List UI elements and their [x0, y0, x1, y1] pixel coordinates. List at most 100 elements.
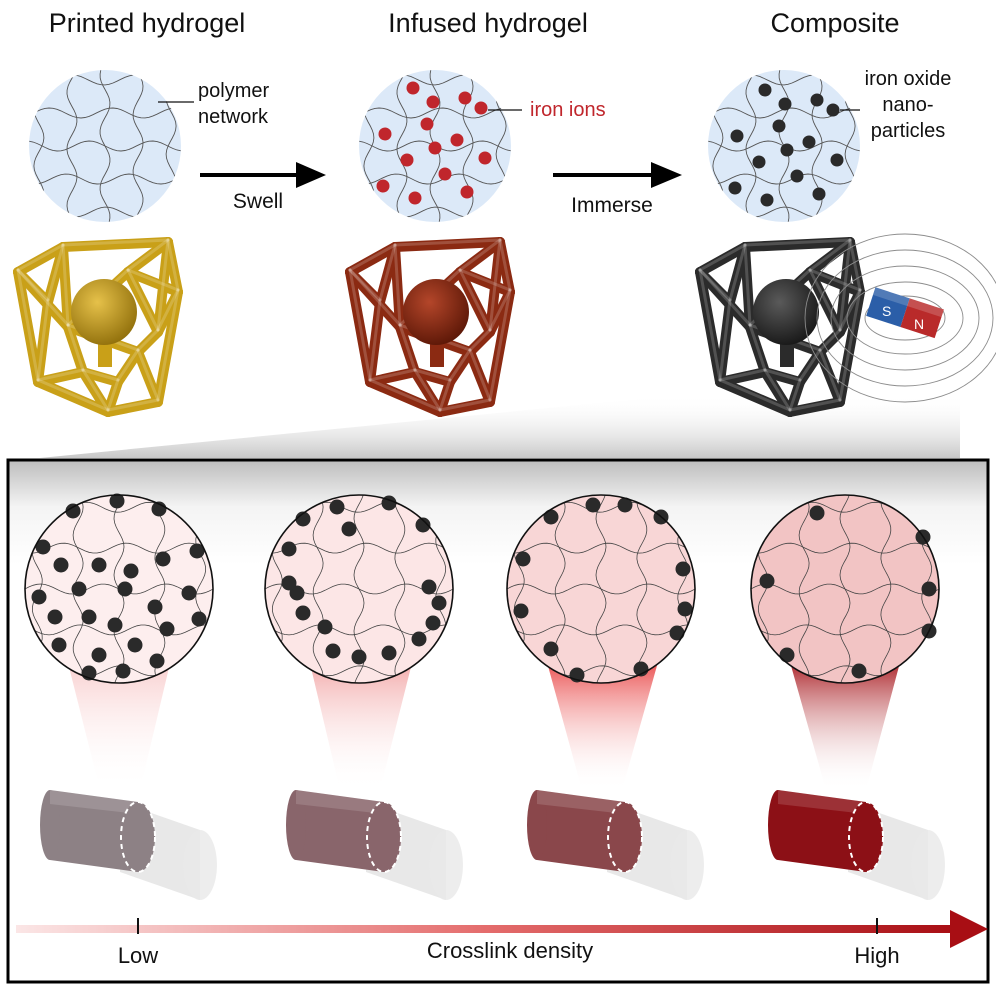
label-polymer-network: polymer network	[198, 80, 270, 128]
zoom-cone-3	[545, 655, 660, 790]
iron-ion-13	[426, 95, 440, 109]
zoom-particle	[155, 551, 171, 567]
iron-ion-6	[400, 153, 414, 167]
sample-cylinder-1	[40, 790, 217, 900]
zoom-particle	[147, 599, 163, 615]
nanoparticle-13	[778, 97, 792, 111]
nanoparticle-11	[760, 193, 774, 207]
bar-magnet	[866, 287, 944, 339]
zoom-particle	[189, 543, 205, 559]
printed-gel-circle	[29, 70, 181, 222]
zoom-cone-2	[308, 655, 414, 790]
zoom-particle	[677, 601, 693, 617]
zoom-cone-4	[788, 655, 902, 790]
zoom-particle	[65, 503, 81, 519]
label-iron-oxide-nanoparticles: iron oxide nano- particles	[864, 68, 952, 142]
zoom-particle	[543, 509, 559, 525]
nanoparticle-6	[752, 155, 766, 169]
zoom-particle	[585, 497, 601, 513]
zoom-particle	[47, 609, 63, 625]
iron-ion-11	[408, 191, 422, 205]
axis-low-label: Low	[117, 943, 159, 968]
zoom-particle	[669, 625, 685, 641]
nanoparticle-14	[780, 143, 794, 157]
zoom-particle	[317, 619, 333, 635]
swell-arrow	[200, 162, 326, 188]
zoom-particle	[513, 603, 529, 619]
immerse-arrow	[553, 162, 682, 188]
zoom-particle	[341, 521, 357, 537]
zoom-particle	[127, 637, 143, 653]
nanoparticle-2	[810, 93, 824, 107]
zoom-particle	[35, 539, 51, 555]
zoom-particle	[851, 663, 867, 679]
nanoparticle-1	[758, 83, 772, 97]
zoom-cone-1	[66, 655, 172, 790]
zoom-particle	[325, 643, 341, 659]
zoom-particle	[759, 573, 775, 589]
zoom-wedge	[40, 395, 960, 458]
nanoparticle-8	[728, 181, 742, 195]
axis-title: Crosslink density	[426, 938, 594, 963]
zoom-particle	[617, 497, 633, 513]
zoom-particle	[295, 511, 311, 527]
label-iron-ions: iron ions	[530, 99, 606, 121]
zoom-particle	[295, 605, 311, 621]
zoom-particle	[91, 647, 107, 663]
zoom-particle	[31, 589, 47, 605]
iron-ion-4	[420, 117, 434, 131]
zoom-particle	[281, 541, 297, 557]
zoom-particle	[415, 517, 431, 533]
zoom-particle	[809, 505, 825, 521]
zoom-circle-4	[750, 494, 940, 684]
iron-ion-14	[428, 141, 442, 155]
nanoparticle-3	[730, 129, 744, 143]
zoom-particle	[123, 563, 139, 579]
sample-cylinder-2	[286, 790, 463, 900]
zoom-particle	[289, 585, 305, 601]
iron-ion-2	[458, 91, 472, 105]
zoom-particle	[675, 561, 691, 577]
zoom-particle	[115, 663, 131, 679]
zoom-particle	[51, 637, 67, 653]
zoom-particle	[921, 581, 937, 597]
zoom-particle	[779, 647, 795, 663]
crosslink-density-axis	[16, 910, 988, 948]
zoom-particle	[149, 653, 165, 669]
nanoparticle-9	[790, 169, 804, 183]
zoom-particle	[117, 581, 133, 597]
zoom-particle	[81, 609, 97, 625]
iron-ion-9	[438, 167, 452, 181]
zoom-particle	[181, 585, 197, 601]
iron-ion-7	[450, 133, 464, 147]
zoom-particle	[329, 499, 345, 515]
iron-ion-8	[376, 179, 390, 193]
zoom-particle	[71, 581, 87, 597]
axis-high-label: High	[854, 943, 900, 968]
zoom-particle	[191, 611, 207, 627]
magnet-n-label: N	[914, 316, 924, 332]
nanoparticle-12	[812, 187, 826, 201]
zoom-particle	[351, 649, 367, 665]
magnet-s-label: S	[882, 303, 891, 319]
nanoparticle-4	[772, 119, 786, 133]
composite-lattice-structure	[695, 237, 865, 417]
label-immerse: Immerse	[571, 194, 653, 217]
iron-ion-5	[474, 101, 488, 115]
nanoparticle-10	[830, 153, 844, 167]
nanoparticle-7	[802, 135, 816, 149]
infused-gel-circle	[359, 70, 511, 222]
title-printed-hydrogel: Printed hydrogel	[48, 8, 246, 38]
sample-cylinder-3	[527, 790, 704, 900]
zoom-particle	[381, 645, 397, 661]
title-infused-hydrogel: Infused hydrogel	[388, 8, 588, 38]
zoom-circle-3	[506, 494, 696, 684]
zoom-particle	[431, 595, 447, 611]
title-composite: Composite	[770, 8, 900, 38]
zoom-particle	[107, 617, 123, 633]
iron-ion-10	[478, 151, 492, 165]
zoom-particle	[53, 557, 69, 573]
infused-lattice-structure	[345, 237, 515, 417]
zoom-particle	[411, 631, 427, 647]
